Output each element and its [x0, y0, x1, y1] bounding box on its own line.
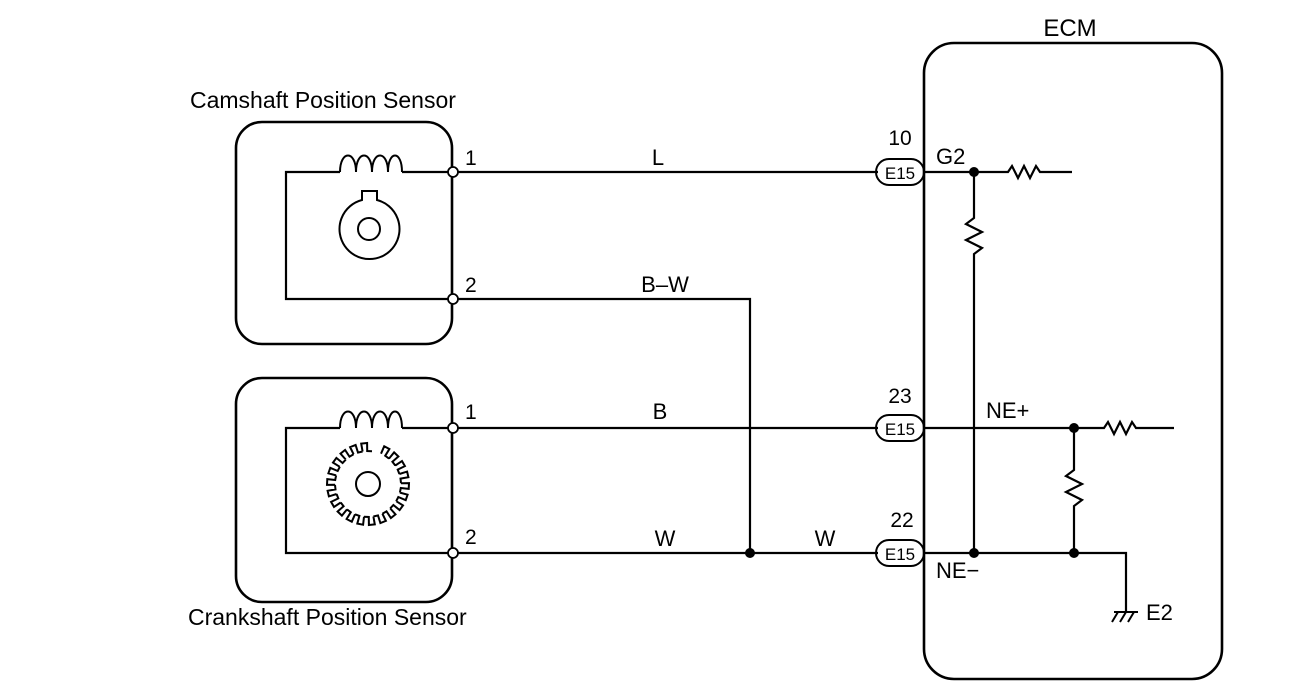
ne-minus-line: [924, 551, 1128, 612]
crankshaft-position-sensor: Crankshaft Position Sensor 1 2: [188, 376, 477, 630]
connector-e15-pin-22: E15 22: [875, 509, 925, 567]
ecm-label: ECM: [1043, 15, 1096, 42]
pin-label-e2: E2: [1146, 600, 1173, 625]
crankshaft-terminal-2-label: 2: [465, 526, 477, 549]
connector-e15-pin-10: E15 10: [875, 127, 925, 186]
splice-dot: [745, 548, 755, 558]
crankshaft-coil-icon: [339, 410, 403, 429]
g2-node: [969, 167, 979, 177]
pin-label-g2: G2: [936, 144, 965, 169]
connector-pin-number: 23: [888, 385, 911, 408]
ecm-box: [922, 41, 1224, 681]
camshaft-position-sensor: Camshaft Position Sensor 1 2: [190, 87, 477, 346]
crankshaft-terminal-1-label: 1: [465, 401, 477, 424]
pin-label-ne-plus: NE+: [986, 398, 1029, 423]
crankshaft-sensor-label: Crankshaft Position Sensor: [188, 604, 467, 630]
crankshaft-coil-loop: [284, 426, 453, 555]
wire-label-b-w: B–W: [641, 272, 689, 297]
camshaft-rotor-icon: [338, 190, 401, 261]
connector-e15-pin-23: E15 23: [875, 385, 925, 442]
camshaft-sensor-label: Camshaft Position Sensor: [190, 87, 456, 113]
crankshaft-gear-icon: [325, 441, 411, 527]
ecm-unit: ECM: [922, 15, 1224, 681]
connector-label: E15: [885, 420, 915, 439]
connector-pin-number: 10: [888, 127, 911, 150]
harness-wires: L B–W B W W: [458, 145, 878, 558]
ecm-internal-circuit: G2 NE+ NE− E2: [924, 144, 1174, 625]
camshaft-terminal-1: [447, 166, 459, 178]
wire-b-w: [458, 297, 752, 553]
crankshaft-sensor-box: [234, 376, 454, 604]
camshaft-terminal-2: [447, 293, 459, 305]
camshaft-sensor-box: [234, 120, 454, 346]
ne-plus-node: [1069, 423, 1079, 433]
camshaft-coil-icon: [339, 154, 403, 173]
e2-node: [1069, 548, 1079, 558]
wire-label-b: B: [653, 399, 668, 424]
camshaft-coil-loop: [284, 170, 453, 301]
connector-label: E15: [885, 164, 915, 183]
crankshaft-gear-hub: [355, 471, 381, 497]
ne-plus-line: [924, 419, 1174, 437]
connector-label: E15: [885, 545, 915, 564]
connector-pin-number: 22: [890, 509, 913, 532]
camshaft-terminal-2-label: 2: [465, 274, 477, 297]
ground-icon: [1111, 611, 1138, 623]
ne-minus-node: [969, 548, 979, 558]
camshaft-rotor-hub: [357, 217, 381, 241]
ne-resistor: [1063, 428, 1085, 553]
camshaft-terminal-1-label: 1: [465, 147, 477, 170]
pin-label-ne-minus: NE−: [936, 558, 979, 583]
g2-pullup-resistor: [963, 172, 985, 553]
wire-label-ecm-w: W: [815, 526, 836, 551]
g2-line: [924, 163, 1072, 181]
crankshaft-terminal-2: [447, 547, 459, 559]
wire-label-w: W: [655, 526, 676, 551]
wire-label-l: L: [652, 145, 664, 170]
crankshaft-terminal-1: [447, 422, 459, 434]
